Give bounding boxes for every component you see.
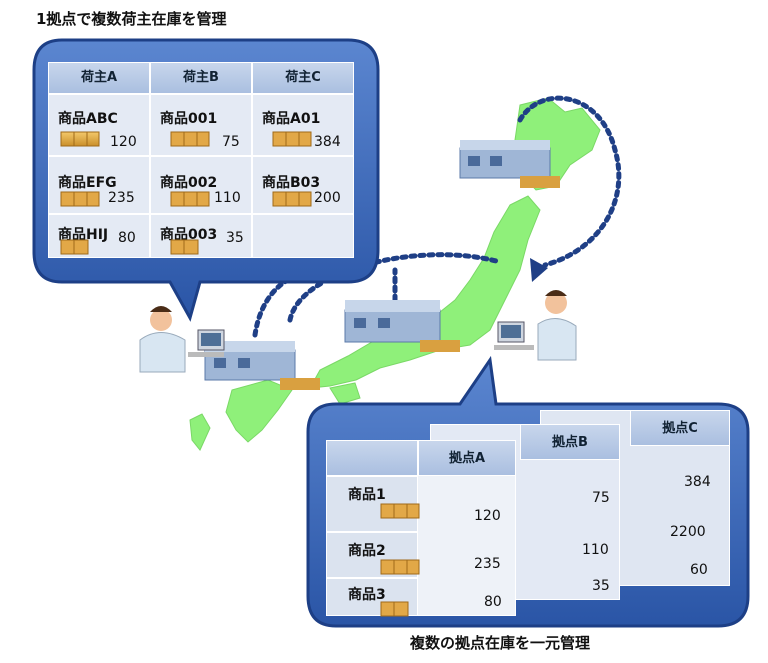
cardboard-box-icon	[380, 503, 420, 519]
diagram-title-top: 1拠点で複数荷主在庫を管理	[36, 10, 227, 28]
product-qty: 200	[314, 190, 341, 206]
site-a-qty: 80	[484, 594, 502, 610]
cardboard-box-icon	[170, 191, 210, 207]
owner-a-header: 荷主A	[48, 62, 150, 94]
person-right	[494, 290, 577, 361]
product-name: 商品003	[160, 227, 218, 243]
cardboard-box-icon	[170, 131, 210, 147]
product-name: 商品001	[160, 111, 218, 127]
cardboard-box-icon	[60, 131, 100, 147]
product-qty: 80	[118, 230, 136, 246]
site-c-qty: 2200	[670, 524, 706, 540]
site-product-name: 商品3	[348, 587, 386, 603]
site-a-corner	[326, 440, 418, 476]
cardboard-box-icon	[60, 239, 89, 255]
site-c-header: 拠点C	[630, 410, 730, 446]
site-c-qty: 60	[690, 562, 708, 578]
warehouse-west	[204, 341, 320, 390]
site-b-header: 拠点B	[520, 424, 620, 460]
product-name: 商品002	[160, 175, 218, 191]
site-a-qty: 120	[474, 508, 501, 524]
cardboard-box-icon	[272, 191, 312, 207]
product-qty: 75	[222, 134, 240, 150]
diagram-title-bottom: 複数の拠点在庫を一元管理	[410, 634, 591, 652]
table-cell	[150, 214, 252, 258]
product-name: 商品EFG	[58, 175, 117, 191]
product-qty: 235	[108, 190, 135, 206]
product-name: 商品B03	[262, 175, 321, 191]
product-name: 商品HIJ	[58, 227, 109, 243]
site-a-header: 拠点A	[418, 440, 516, 476]
warehouse-north	[459, 140, 560, 188]
table-cell	[150, 94, 252, 156]
site-product-name: 商品1	[348, 487, 386, 503]
cardboard-box-icon	[380, 559, 420, 575]
product-qty: 110	[214, 190, 241, 206]
site-b-qty: 75	[592, 490, 610, 506]
cardboard-box-icon	[272, 131, 312, 147]
owner-c-header: 荷主C	[252, 62, 354, 94]
product-name: 商品A01	[262, 111, 321, 127]
product-qty: 35	[226, 230, 244, 246]
site-b-qty: 35	[592, 578, 610, 594]
owner-b-header: 荷主B	[150, 62, 252, 94]
cardboard-box-icon	[380, 601, 409, 617]
cardboard-box-icon	[170, 239, 199, 255]
product-qty: 384	[314, 134, 341, 150]
product-qty: 120	[110, 134, 137, 150]
cardboard-box-icon	[60, 191, 100, 207]
person-left	[139, 306, 225, 373]
table-cell	[252, 214, 354, 258]
warehouse-center	[344, 300, 460, 352]
arrow-head	[530, 258, 548, 282]
site-b-qty: 110	[582, 542, 609, 558]
site-a-qty: 235	[474, 556, 501, 572]
product-name: 商品ABC	[58, 111, 118, 127]
site-c-qty: 384	[684, 474, 711, 490]
table-cell	[252, 156, 354, 214]
site-product-name: 商品2	[348, 543, 386, 559]
